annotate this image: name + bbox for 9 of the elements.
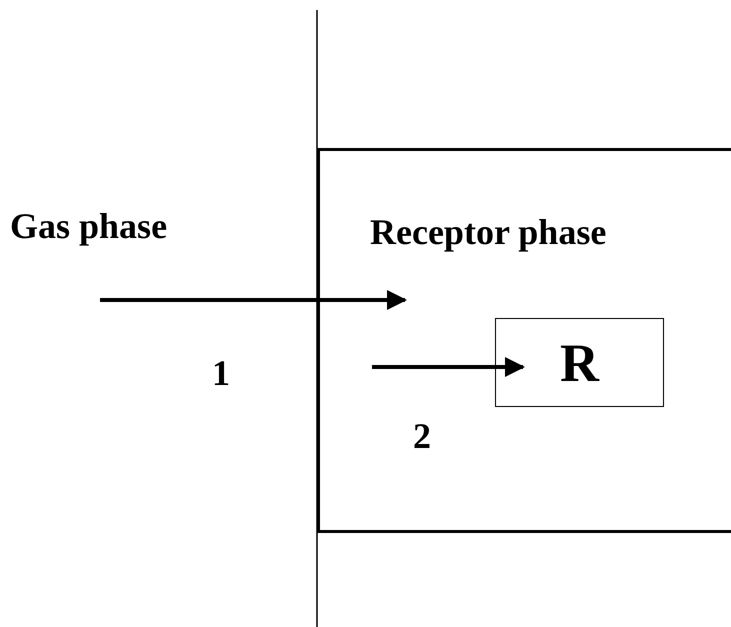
phase-label: Gas phase bbox=[10, 205, 168, 247]
arrow bbox=[100, 290, 407, 310]
receptor-phase-box bbox=[317, 148, 731, 533]
arrow bbox=[372, 357, 525, 377]
edge-label: 1 bbox=[212, 352, 230, 394]
receptor-label: R bbox=[560, 332, 599, 394]
phase-label: Receptor phase bbox=[370, 211, 606, 253]
receptor-box bbox=[495, 318, 664, 407]
edge-label: 2 bbox=[413, 415, 431, 457]
